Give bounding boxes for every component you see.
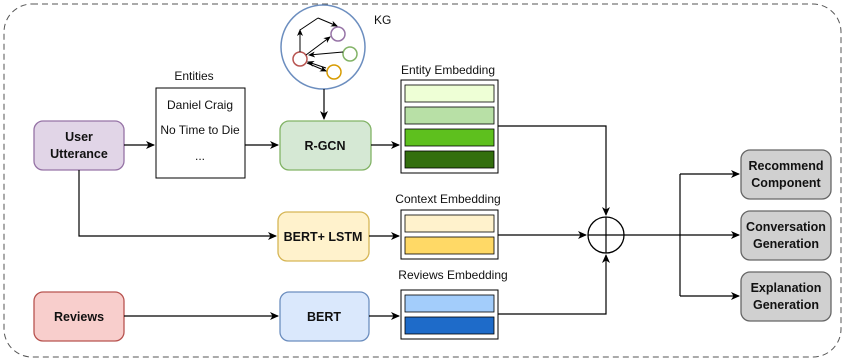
kg-edge	[307, 61, 327, 69]
arrow-utterance-bertlstm	[78, 170, 277, 240]
context-embedding-row	[404, 236, 495, 255]
entity-embedding-row	[404, 150, 495, 169]
kg-node-orange	[326, 64, 342, 80]
recommend-label-line2: Component	[751, 176, 821, 190]
reviews-embedding-title: Reviews Embedding	[398, 268, 507, 282]
entity-embedding-title: Entity Embedding	[401, 63, 495, 77]
kg-edge	[308, 51, 344, 58]
explanation-label-line1: Explanation	[751, 281, 822, 295]
explanation-generation-node	[740, 271, 832, 322]
kg-node-red	[292, 51, 308, 67]
bert-lstm-label: BERT+ LSTM	[284, 230, 363, 244]
arrow-entity-embedding-plus	[498, 125, 610, 216]
explanation-label-line2: Generation	[753, 298, 819, 312]
entities-box	[155, 87, 246, 179]
aggregate-plus-icon	[587, 216, 625, 254]
kg-circle	[280, 4, 366, 90]
recommend-label-line1: Recommend	[748, 159, 823, 173]
user-utterance-label-line2: Utterance	[50, 147, 108, 161]
knowledge-graph	[280, 4, 366, 90]
recommend-component-node	[740, 149, 832, 200]
conversation-label-line2: Generation	[753, 237, 819, 251]
reviews-label: Reviews	[54, 310, 104, 324]
kg-label: KG	[374, 13, 391, 27]
entity-embedding-row	[404, 128, 495, 147]
entities-title: Entities	[174, 69, 213, 83]
conversation-generation-node	[740, 210, 832, 261]
entity-embedding-row	[404, 106, 495, 125]
bert-label: BERT	[307, 310, 341, 324]
user-utterance-label-line1: User	[65, 130, 93, 144]
reviews-embedding-row	[404, 316, 495, 335]
arrow-reviews-embedding-plus	[498, 254, 610, 315]
kg-edge	[317, 17, 338, 27]
entity-item: No Time to Die	[160, 123, 240, 137]
entity-embedding-row	[404, 84, 495, 103]
reviews-embedding-row	[404, 294, 495, 313]
rgcn-label: R-GCN	[305, 139, 346, 153]
entity-item: Daniel Craig	[167, 98, 233, 112]
entity-item: ...	[195, 149, 205, 163]
context-embedding-row	[404, 214, 495, 233]
kg-node-purple	[330, 26, 346, 42]
kg-edge	[299, 17, 319, 31]
connectors	[78, 89, 740, 320]
outer-frame	[3, 3, 842, 358]
user-utterance-node	[33, 120, 125, 171]
kg-node-green	[342, 46, 358, 62]
conversation-label-line1: Conversation	[746, 220, 826, 234]
context-embedding-title: Context Embedding	[395, 192, 500, 206]
